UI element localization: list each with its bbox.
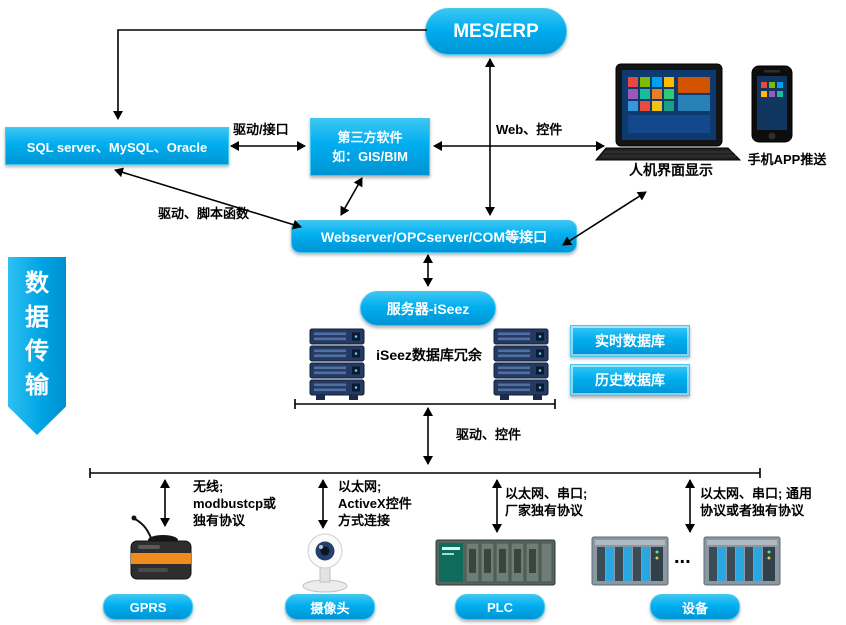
terminal-camera: 摄像头 — [285, 594, 375, 620]
mobile-app-label: 手机APP推送 — [747, 152, 827, 167]
server-stack-right — [493, 328, 549, 400]
gprs-link-line2: modbustcp或 — [193, 496, 277, 511]
third-party-line2: 如：GIS/BIM — [332, 149, 408, 164]
camera-link-line2: ActiveX控件 — [338, 496, 412, 511]
terminal-gprs-label: GPRS — [129, 599, 167, 615]
terminal-plc-label: PLC — [487, 599, 513, 615]
gprs-link-line3: 独有协议 — [193, 513, 246, 528]
device-link-line1: 以太网、串口; 通用 — [700, 486, 812, 501]
node-mes-erp-label: MES/ERP — [453, 20, 539, 42]
node-webserver-interfaces: Webserver/OPCserver/COM等接口 — [291, 220, 577, 253]
server-stack-left — [309, 328, 365, 400]
history-db-label: 历史数据库 — [595, 372, 665, 388]
tablet-graphic — [594, 63, 742, 161]
edge-label-device-link: 以太网、串口; 通用 协议或者独有协议 — [700, 485, 812, 519]
edge-label-camera-link: 以太网; ActiveX控件 方式连接 — [338, 478, 412, 529]
node-third-party-software: 第三方软件 如：GIS/BIM — [310, 118, 430, 176]
terminal-device-label: 设备 — [681, 600, 708, 616]
camera-link-line1: 以太网; — [338, 479, 382, 494]
edge-label-plc-link: 以太网、串口; 厂家独有协议 — [505, 485, 587, 519]
node-mes-erp: MES/ERP — [425, 8, 567, 55]
realtime-db-label: 实时数据库 — [595, 333, 665, 349]
connector-server-bracket — [294, 399, 556, 409]
connector-fieldbus-line — [89, 468, 761, 478]
node-realtime-db: 实时数据库 — [570, 325, 690, 357]
node-sql-databases: SQL server、MySQL、Oracle — [5, 127, 229, 165]
gprs-link-line1: 无线; — [193, 479, 224, 494]
tablet-tiles — [628, 77, 710, 133]
edge-label-drive-script: 驱动、脚本函数 — [158, 206, 250, 221]
gprs-modem-graphic — [130, 515, 192, 580]
terminal-camera-label: 摄像头 — [310, 600, 350, 616]
edge-label-drive-interface: 驱动/接口 — [233, 122, 289, 137]
plc-graphic — [435, 539, 556, 586]
webserver-label: Webserver/OPCserver/COM等接口 — [320, 228, 548, 245]
hmi-display-label: 人机界面显示 — [629, 162, 713, 178]
data-transmission-label: 数据传输 — [25, 270, 49, 399]
terminal-device: 设备 — [650, 594, 740, 620]
device-link-line2: 协议或者独有协议 — [700, 503, 805, 518]
node-history-db: 历史数据库 — [570, 364, 690, 396]
edge-label-gprs-link: 无线; modbustcp或 独有协议 — [193, 478, 276, 529]
camera-link-line3: 方式连接 — [338, 513, 391, 528]
plc-link-line1: 以太网、串口; — [505, 486, 588, 501]
phone-graphic — [751, 65, 793, 143]
db-redundancy-label: iSeez数据库冗余 — [376, 347, 482, 363]
node-server-iseez: 服务器-iSeez — [360, 291, 496, 326]
equipment-rack-left — [591, 536, 669, 586]
data-transmission-ribbon: 数据传输 — [8, 257, 66, 435]
node-sql-label: SQL server、MySQL、Oracle — [26, 139, 208, 155]
server-iseez-label: 服务器-iSeez — [386, 300, 470, 317]
edge-label-drive-widget: 驱动、控件 — [456, 427, 522, 442]
device-ellipsis: ... — [674, 546, 691, 568]
terminal-gprs: GPRS — [103, 594, 193, 620]
third-party-line1: 第三方软件 — [337, 130, 403, 145]
edge-label-web-controls: Web、控件 — [496, 122, 563, 137]
equipment-rack-right — [703, 536, 781, 586]
terminal-plc: PLC — [455, 594, 545, 620]
plc-link-line2: 厂家独有协议 — [505, 503, 584, 518]
connector-mes-to-sql — [113, 29, 427, 120]
camera-graphic — [302, 533, 348, 593]
connector-thirdparty-webserver — [340, 177, 363, 216]
